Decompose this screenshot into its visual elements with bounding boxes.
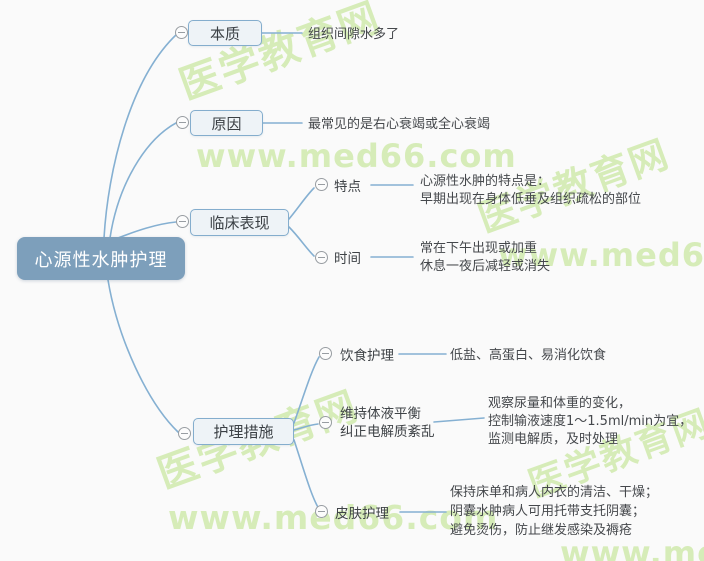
node-linchuang-biaoxian[interactable]: 临床表现 <box>190 209 289 236</box>
node-tedian[interactable]: 特点 <box>334 179 361 195</box>
connector-root-yuanyin <box>109 122 177 239</box>
collapse-icon[interactable] <box>315 505 328 518</box>
note-weichi[interactable]: 观察尿量和体重的变化， 控制输液速度1～1.5ml/min为宜， 监测电解质，及… <box>488 395 692 449</box>
connector-linchuang-tedian <box>288 187 315 220</box>
connector-huli-pifu <box>293 439 320 510</box>
watermark-site-url: www.med66.com <box>168 498 499 537</box>
note-line: 常在下午出现或加重 <box>420 241 538 256</box>
watermark-site-url: www.med66.com <box>560 534 704 561</box>
note-line: 控制输液速度1～1.5ml/min为宜， <box>488 414 693 429</box>
note-line: 保持床单和病人内衣的清洁、干燥； <box>450 485 659 500</box>
node-huli-cuoshi[interactable]: 护理措施 <box>193 418 294 445</box>
note-pifu[interactable]: 保持床单和病人内衣的清洁、干燥； 阴囊水肿病人可用托带支托阴囊； 避免烫伤，防止… <box>450 483 658 540</box>
note-tedian[interactable]: 心源性水肿的特点是： 早期出现在身体低垂及组织疏松的部位 <box>420 173 641 209</box>
collapse-icon[interactable] <box>319 416 332 429</box>
collapse-icon[interactable] <box>315 251 328 264</box>
connector-weichi-note <box>433 417 485 423</box>
collapse-icon[interactable] <box>176 116 189 129</box>
connector-root-huli <box>107 279 179 433</box>
connector-huli-weichi <box>293 423 319 431</box>
node-shijian[interactable]: 时间 <box>334 251 361 267</box>
node-yuanyin[interactable]: 原因 <box>190 110 263 136</box>
note-line: 观察尿量和体重的变化， <box>488 396 632 411</box>
connector-root-benzhi <box>103 33 178 239</box>
note-line: 监测电解质，及时处理 <box>488 432 619 447</box>
note-yuanyin[interactable]: 最常见的是右心衰竭或全心衰竭 <box>308 117 491 132</box>
note-line: 阴囊水肿病人可用托带支托阴囊； <box>450 504 646 519</box>
note-line: 心源性水肿的特点是： <box>420 174 551 189</box>
note-shijian[interactable]: 常在下午出现或加重 休息一夜后减轻或消失 <box>420 240 550 276</box>
connector-huli-yinshi <box>293 356 320 424</box>
note-line: 休息一夜后减轻或消失 <box>420 259 551 274</box>
collapse-icon[interactable] <box>175 26 188 39</box>
node-weichi-tiye[interactable]: 维持体液平衡 纠正电解质紊乱 <box>340 405 435 441</box>
connector-linchuang-shijian <box>288 226 315 257</box>
node-label-line: 纠正电解质紊乱 <box>340 424 435 440</box>
watermark-site-url: www.med66.com <box>498 236 704 274</box>
node-pifu-huli[interactable]: 皮肤护理 <box>335 506 389 522</box>
note-line: 早期出现在身体低垂及组织疏松的部位 <box>420 192 642 207</box>
note-benzhi[interactable]: 组织间隙水多了 <box>308 27 400 42</box>
node-yinshi-huli[interactable]: 饮食护理 <box>340 348 394 364</box>
watermark-site-url: www.med66.com <box>196 137 517 175</box>
collapse-icon[interactable] <box>178 427 191 440</box>
note-line: 避免烫伤，防止继发感染及褥疮 <box>450 523 633 538</box>
node-benzhi[interactable]: 本质 <box>188 20 262 46</box>
collapse-icon[interactable] <box>319 347 332 360</box>
root-node[interactable]: 心源性水肿护理 <box>17 237 185 280</box>
node-label-line: 维持体液平衡 <box>340 406 421 422</box>
note-yinshi[interactable]: 低盐、高蛋白、易消化饮食 <box>450 348 607 363</box>
collapse-icon[interactable] <box>315 178 328 191</box>
connector-root-linchuang <box>117 221 177 239</box>
collapse-icon[interactable] <box>176 215 189 228</box>
